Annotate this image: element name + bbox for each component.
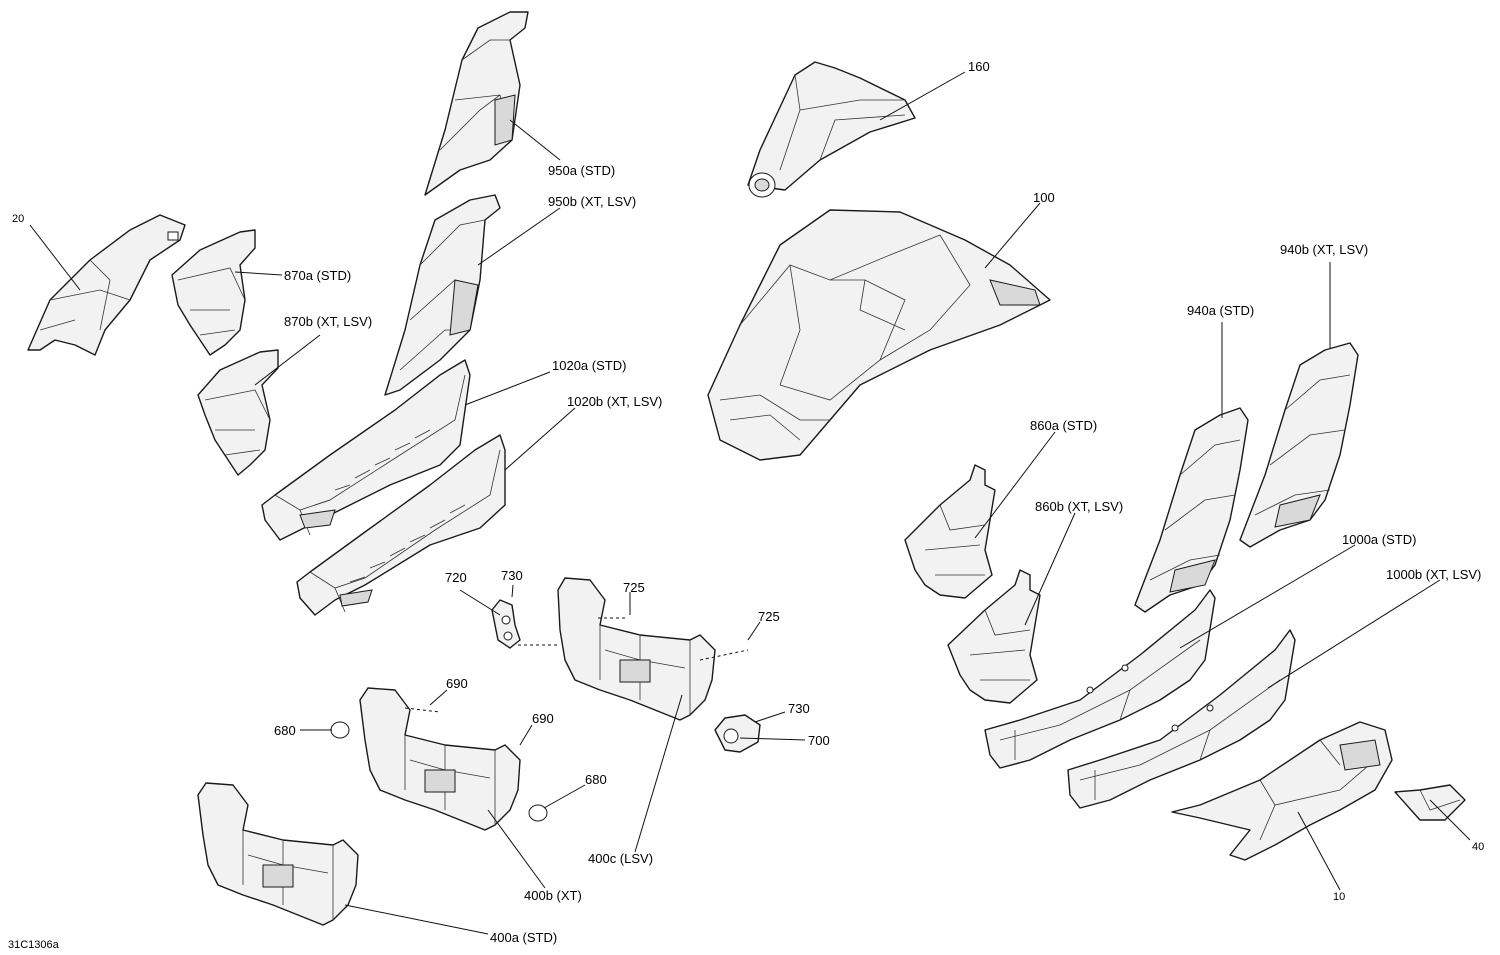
diagram-id: 31C1306a xyxy=(8,939,60,951)
callout-1000a: 1000a (STD) xyxy=(1342,532,1416,547)
callout-870b: 870b (XT, LSV) xyxy=(284,314,372,329)
part-950a-side-panel[interactable] xyxy=(424,11,529,196)
callout-1020b: 1020b (XT, LSV) xyxy=(567,394,662,409)
callout-400b: 400b (XT) xyxy=(524,888,582,903)
leader-lines xyxy=(29,71,1471,935)
part-1000b-lower-panel[interactable] xyxy=(1067,629,1296,809)
callout-860a: 860a (STD) xyxy=(1030,418,1097,433)
assembly-lines xyxy=(404,617,749,713)
callout-870a: 870a (STD) xyxy=(284,268,351,283)
part-940b-side-panel[interactable] xyxy=(1239,342,1359,548)
callout-10: 10 xyxy=(1333,891,1345,903)
part-400b-bumper[interactable] xyxy=(359,687,521,831)
part-400a-bumper[interactable] xyxy=(197,782,359,926)
callout-720: 720 xyxy=(445,570,467,585)
part-100-hood[interactable] xyxy=(707,209,1051,461)
part-1020b-rocker-panel[interactable] xyxy=(296,434,506,616)
part-860b-panel[interactable] xyxy=(947,569,1041,704)
callout-400a: 400a (STD) xyxy=(490,930,557,945)
part-160-console[interactable] xyxy=(747,61,916,198)
callout-950b: 950b (XT, LSV) xyxy=(548,194,636,209)
part-720-bracket[interactable] xyxy=(491,599,521,649)
callout-100: 100 xyxy=(1033,190,1055,205)
callout-725-right: 725 xyxy=(758,609,780,624)
callout-680-left: 680 xyxy=(274,723,296,738)
part-10-skid-plate[interactable] xyxy=(1171,721,1393,861)
callout-725-center: 725 xyxy=(623,580,645,595)
part-400c-bumper[interactable] xyxy=(557,577,716,721)
callout-40: 40 xyxy=(1472,841,1484,853)
part-40-plate[interactable] xyxy=(1394,784,1466,821)
callout-400c: 400c (LSV) xyxy=(588,851,653,866)
callout-160: 160 xyxy=(968,59,990,74)
callout-860b: 860b (XT, LSV) xyxy=(1035,499,1123,514)
part-1020a-rocker-panel[interactable] xyxy=(261,359,471,541)
callout-690-lower: 690 xyxy=(532,711,554,726)
part-870a-inner-fender[interactable] xyxy=(171,229,256,356)
part-860a-panel[interactable] xyxy=(904,464,996,599)
callout-940b: 940b (XT, LSV) xyxy=(1280,242,1368,257)
part-680-grommet-left[interactable] xyxy=(330,721,350,739)
part-680-grommet-right[interactable] xyxy=(528,804,548,822)
callout-1000b: 1000b (XT, LSV) xyxy=(1386,567,1481,582)
part-700-housing[interactable] xyxy=(714,714,761,753)
callout-20: 20 xyxy=(12,213,24,225)
callout-700: 700 xyxy=(808,733,830,748)
callout-950a: 950a (STD) xyxy=(548,163,615,178)
callout-730-right: 730 xyxy=(788,701,810,716)
callout-730-top: 730 xyxy=(501,568,523,583)
callout-1020a: 1020a (STD) xyxy=(552,358,626,373)
part-940a-side-panel[interactable] xyxy=(1134,407,1249,613)
part-950b-side-panel[interactable] xyxy=(384,194,501,396)
callout-690-upper: 690 xyxy=(446,676,468,691)
part-1000a-lower-panel[interactable] xyxy=(984,589,1216,769)
callout-940a: 940a (STD) xyxy=(1187,303,1254,318)
part-20-fender[interactable] xyxy=(27,214,186,356)
part-870b-inner-fender[interactable] xyxy=(197,349,279,476)
callout-680-right: 680 xyxy=(585,772,607,787)
